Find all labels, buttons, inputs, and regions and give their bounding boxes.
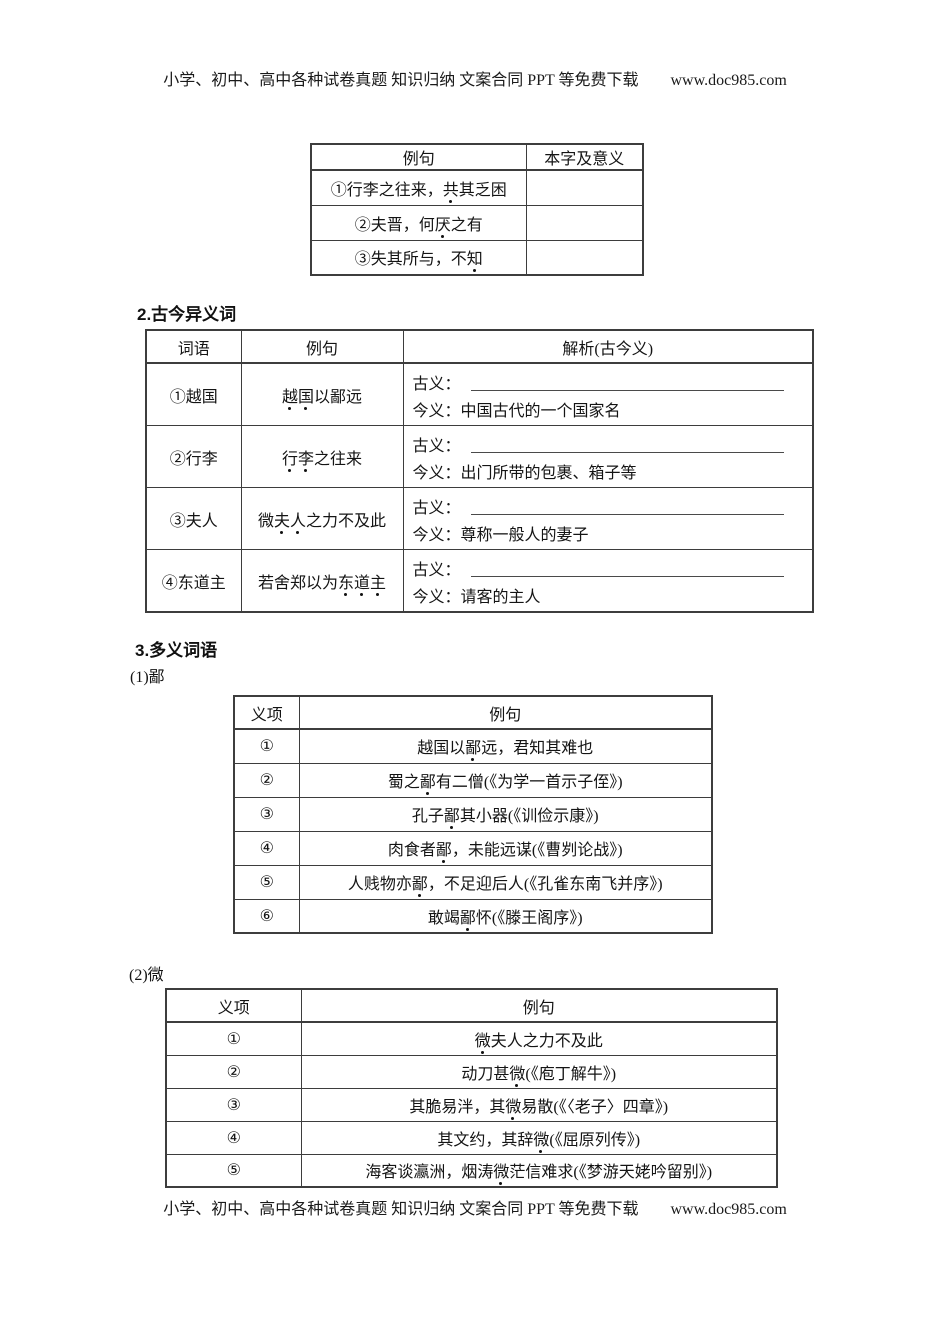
page-header: 小学、初中、高中各种试卷真题 知识归纳 文案合同 PPT 等免费下载 www.do…: [0, 66, 950, 90]
guyi-label: 古义：: [412, 376, 461, 393]
table-row: ①越国 越国以鄙远 古义： 今义：中国古代的一个国家名: [145, 362, 814, 426]
word-cell: ②行李: [145, 425, 242, 488]
table-header-row: 义项 例句: [233, 695, 713, 730]
table-row: ①行李之往来，共其乏困: [310, 169, 644, 206]
header-site-url: www.doc985.com: [670, 72, 787, 89]
example-cell: 海客谈瀛洲，烟涛微茫信难求(《梦游天姥吟留别》): [300, 1153, 778, 1188]
page-footer: 小学、初中、高中各种试卷真题 知识归纳 文案合同 PPT 等免费下载 www.do…: [0, 1195, 950, 1219]
example-cell: ③失其所与，不知: [310, 239, 527, 276]
table-row: ③ 孔子鄙其小器(《训俭示康》): [233, 796, 713, 832]
item-number-cell: ①: [165, 1021, 302, 1056]
fill-in-blank-line: [470, 567, 784, 577]
answer-blank-cell: [525, 169, 644, 206]
gujin-yiyi-table: 词语 例句 解析(古今义) ①越国 越国以鄙远 古义： 今义：中国古代的一个国家…: [145, 329, 814, 613]
table-row: ② 动刀甚微(《庖丁解牛》): [165, 1054, 778, 1089]
example-cell: 行李之往来: [240, 425, 404, 488]
duoyi-wei-table: 义项 例句 ① 微夫人之力不及此 ② 动刀甚微(《庖丁解牛》) ③ 其脆易泮，其…: [165, 988, 778, 1188]
example-cell: 孔子鄙其小器(《训俭示康》): [298, 796, 713, 832]
table-row: ② 蜀之鄙有二僧(《为学一首示子侄》): [233, 762, 713, 798]
column-header-liju: 例句: [298, 695, 713, 730]
duoyi-bi-table: 义项 例句 ① 越国以鄙远，君知其难也 ② 蜀之鄙有二僧(《为学一首示子侄》) …: [233, 695, 713, 934]
guyi-label: 古义：: [412, 438, 461, 455]
example-cell: 越国以鄙远，君知其难也: [298, 728, 713, 764]
table-header-row: 词语 例句 解析(古今义): [145, 329, 814, 364]
table-row: ③夫人 微夫人之力不及此 古义： 今义：尊称一般人的妻子: [145, 487, 814, 550]
example-cell: 其文约，其辞微(《屈原列传》): [300, 1120, 778, 1155]
part2-label: (2)微: [129, 967, 164, 984]
column-header-yixiang: 义项: [165, 988, 302, 1023]
footer-promo-text: 小学、初中、高中各种试卷真题 知识归纳 文案合同 PPT 等免费下载: [163, 1201, 639, 1218]
column-header-liju: 例句: [240, 329, 404, 364]
jinyi-text: 今义：尊称一般人的妻子: [412, 526, 589, 544]
table-row: ②行李 行李之往来 古义： 今义：出门所带的包裹、箱子等: [145, 425, 814, 488]
jinyi-text: 今义：中国古代的一个国家名: [412, 402, 621, 420]
item-number-cell: ⑤: [165, 1153, 302, 1188]
item-number-cell: ⑤: [233, 864, 300, 900]
analysis-cell: 古义： 今义：出门所带的包裹、箱子等: [402, 425, 814, 488]
item-number-cell: ④: [233, 830, 300, 866]
table-row: ④ 肉食者鄙，未能远谋(《曹刿论战》): [233, 830, 713, 866]
part1-label: (1)鄙: [130, 669, 165, 686]
example-cell: 蜀之鄙有二僧(《为学一首示子侄》): [298, 762, 713, 798]
guyi-label: 古义：: [412, 500, 461, 517]
item-number-cell: ③: [165, 1087, 302, 1122]
analysis-cell: 古义： 今义：请客的主人: [402, 549, 814, 613]
item-number-cell: ②: [165, 1054, 302, 1089]
column-header-ciyu: 词语: [145, 329, 242, 364]
answer-blank-cell: [525, 239, 644, 276]
column-header-jiexi: 解析(古今义): [402, 329, 814, 364]
answer-blank-cell: [525, 204, 644, 241]
example-cell: 若舍郑以为东道主: [240, 549, 404, 613]
example-cell: 肉食者鄙，未能远谋(《曹刿论战》): [298, 830, 713, 866]
example-cell: 微夫人之力不及此: [240, 487, 404, 550]
example-cell: 其脆易泮，其微易散(《〈老子〉四章》): [300, 1087, 778, 1122]
column-header-liju: 例句: [300, 988, 778, 1023]
benzi-meaning-table: 例句 本字及意义 ①行李之往来，共其乏困 ②夫晋，何厌之有 ③失其所与，不知: [310, 143, 644, 276]
column-header-liju: 例句: [310, 143, 527, 171]
example-cell: 微夫人之力不及此: [300, 1021, 778, 1056]
column-header-yixiang: 义项: [233, 695, 300, 730]
guyi-label: 古义：: [412, 562, 461, 579]
word-cell: ③夫人: [145, 487, 242, 550]
word-cell: ①越国: [145, 362, 242, 426]
item-number-cell: ②: [233, 762, 300, 798]
item-number-cell: ⑥: [233, 898, 300, 934]
table-header-row: 义项 例句: [165, 988, 778, 1023]
footer-site-url: www.doc985.com: [670, 1201, 787, 1218]
header-promo-text: 小学、初中、高中各种试卷真题 知识归纳 文案合同 PPT 等免费下载: [163, 72, 639, 89]
column-header-benzi: 本字及意义: [525, 143, 644, 171]
example-cell: ①行李之往来，共其乏困: [310, 169, 527, 206]
fill-in-blank-line: [470, 443, 784, 453]
jinyi-text: 今义：出门所带的包裹、箱子等: [412, 464, 637, 482]
table-row: ⑤ 海客谈瀛洲，烟涛微茫信难求(《梦游天姥吟留别》): [165, 1153, 778, 1188]
item-number-cell: ④: [165, 1120, 302, 1155]
item-number-cell: ①: [233, 728, 300, 764]
example-cell: 人贱物亦鄙，不足迎后人(《孔雀东南飞并序》): [298, 864, 713, 900]
table-row: ⑥ 敢竭鄙怀(《滕王阁序》): [233, 898, 713, 934]
table-row: ③失其所与，不知: [310, 239, 644, 276]
table-row: ① 越国以鄙远，君知其难也: [233, 728, 713, 764]
table-row: ① 微夫人之力不及此: [165, 1021, 778, 1056]
table-row: ③ 其脆易泮，其微易散(《〈老子〉四章》): [165, 1087, 778, 1122]
item-number-cell: ③: [233, 796, 300, 832]
section-title-gujin: 2.古今异义词: [137, 305, 237, 324]
table-row: ⑤ 人贱物亦鄙，不足迎后人(《孔雀东南飞并序》): [233, 864, 713, 900]
example-cell: 动刀甚微(《庖丁解牛》): [300, 1054, 778, 1089]
word-cell: ④东道主: [145, 549, 242, 613]
analysis-cell: 古义： 今义：尊称一般人的妻子: [402, 487, 814, 550]
table-row: ④ 其文约，其辞微(《屈原列传》): [165, 1120, 778, 1155]
fill-in-blank-line: [470, 505, 784, 515]
table-header-row: 例句 本字及意义: [310, 143, 644, 171]
example-cell: 越国以鄙远: [240, 362, 404, 426]
section-title-duoyi: 3.多义词语: [135, 641, 218, 660]
jinyi-text: 今义：请客的主人: [412, 588, 541, 606]
example-cell: 敢竭鄙怀(《滕王阁序》): [298, 898, 713, 934]
fill-in-blank-line: [470, 381, 784, 391]
analysis-cell: 古义： 今义：中国古代的一个国家名: [402, 362, 814, 426]
table-row: ②夫晋，何厌之有: [310, 204, 644, 241]
table-row: ④东道主 若舍郑以为东道主 古义： 今义：请客的主人: [145, 549, 814, 613]
example-cell: ②夫晋，何厌之有: [310, 204, 527, 241]
